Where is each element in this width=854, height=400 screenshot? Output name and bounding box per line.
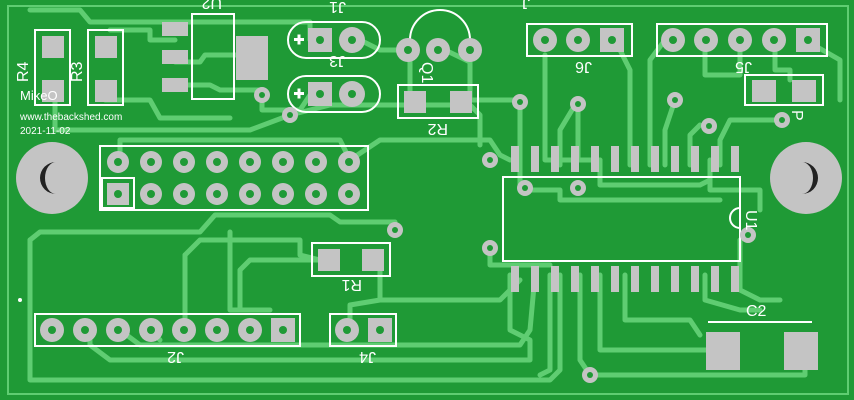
- u1-pad-bottom-12: [731, 266, 739, 292]
- u1-pad-bottom-1: [511, 266, 519, 292]
- label-j4: J4: [359, 348, 376, 365]
- label-j2: J2: [167, 348, 184, 365]
- label-j3: J3: [329, 52, 346, 69]
- header-2x8-outline: [99, 145, 369, 211]
- mounting-hole-right-crescent: [802, 162, 818, 194]
- r3-pad-2: [95, 80, 117, 102]
- header-pin1-box: [101, 177, 135, 209]
- u1-pad-top-7: [631, 146, 639, 172]
- r2-pad-1: [404, 91, 426, 113]
- label-q1: Q1: [418, 62, 435, 83]
- mounting-hole-left: [16, 142, 88, 214]
- mounting-hole-right: [770, 142, 842, 214]
- r4-outline: [34, 29, 71, 106]
- j4-outline: [329, 313, 397, 347]
- u1-pad-top-10: [691, 146, 699, 172]
- r1-pad-2: [362, 249, 384, 271]
- r3-pad-1: [95, 36, 117, 58]
- u2-tab: [236, 36, 268, 80]
- label-j6: J6: [575, 58, 592, 75]
- u1-pad-top-1: [511, 146, 519, 172]
- u1-pad-bottom-3: [551, 266, 559, 292]
- u1-pad-top-2: [531, 146, 539, 172]
- u1-pad-bottom-7: [631, 266, 639, 292]
- r1-pad-1: [318, 249, 340, 271]
- board-outline: [7, 5, 849, 395]
- u1-pad-bottom-6: [611, 266, 619, 292]
- u1-pad-bottom-8: [651, 266, 659, 292]
- label-j-top: J: [522, 0, 530, 11]
- u1-pad-top-5: [591, 146, 599, 172]
- u1-pad-top-4: [571, 146, 579, 172]
- r4-pad-2: [42, 80, 64, 102]
- label-p1: P: [788, 110, 805, 121]
- fiducial-marker: [18, 298, 22, 302]
- j2-outline: [34, 313, 301, 347]
- u1-pad-top-6: [611, 146, 619, 172]
- u2-outline: [191, 13, 235, 100]
- u1-pad-bottom-10: [691, 266, 699, 292]
- q1-outline: [409, 9, 471, 41]
- label-r1: R1: [341, 276, 362, 293]
- pad-holes: [48, 36, 812, 378]
- u2-pad-1: [162, 22, 188, 36]
- u1-pad-top-12: [731, 146, 739, 172]
- board-website: www.thebackshed.com: [19, 112, 122, 123]
- j5-outline: [656, 23, 828, 57]
- u1-pad-top-11: [711, 146, 719, 172]
- u1-pad-bottom-2: [531, 266, 539, 292]
- silkscreen-outlines: [34, 9, 828, 347]
- c2-pad-2: [784, 332, 818, 370]
- mounting-holes: [16, 142, 842, 214]
- u1-outline: [502, 176, 741, 262]
- j6-outline: [526, 23, 633, 57]
- u1-pad-top-8: [651, 146, 659, 172]
- label-u2: U2: [201, 0, 222, 11]
- label-r2: R2: [427, 120, 448, 137]
- mounting-hole-left-crescent: [40, 162, 56, 194]
- label-u1: U1: [742, 210, 759, 231]
- label-r3: R3: [69, 61, 86, 82]
- c2-pad-1: [706, 332, 740, 370]
- u1-pad-bottom-9: [671, 266, 679, 292]
- p1-outline: [744, 74, 824, 106]
- label-c2: C2: [746, 303, 767, 320]
- board-date: 2021-11-02: [20, 126, 71, 137]
- u1-pad-bottom-5: [591, 266, 599, 292]
- u1-pad-top-9: [671, 146, 679, 172]
- board-author: MikeO: [20, 88, 58, 103]
- r2-outline: [397, 84, 479, 119]
- u1-pad-bottom-11: [711, 266, 719, 292]
- u1-pad-top-3: [551, 146, 559, 172]
- r3-outline: [87, 29, 124, 106]
- label-j5: J5: [735, 58, 752, 75]
- u1-notch: [729, 207, 741, 229]
- u2-pad-2: [162, 50, 188, 64]
- j3-outline: [287, 75, 381, 113]
- polarity-markers: [294, 34, 304, 99]
- r1-outline: [311, 242, 391, 277]
- u1-pad-bottom-4: [571, 266, 579, 292]
- label-r4: R4: [15, 61, 32, 82]
- j1-outline: [287, 21, 381, 59]
- r4-pad-1: [42, 36, 64, 58]
- label-j1: J1: [329, 0, 346, 15]
- u2-pad-3: [162, 78, 188, 92]
- p1-pad-2: [792, 80, 816, 102]
- r2-pad-2: [450, 91, 472, 113]
- p1-pad-1: [752, 80, 776, 102]
